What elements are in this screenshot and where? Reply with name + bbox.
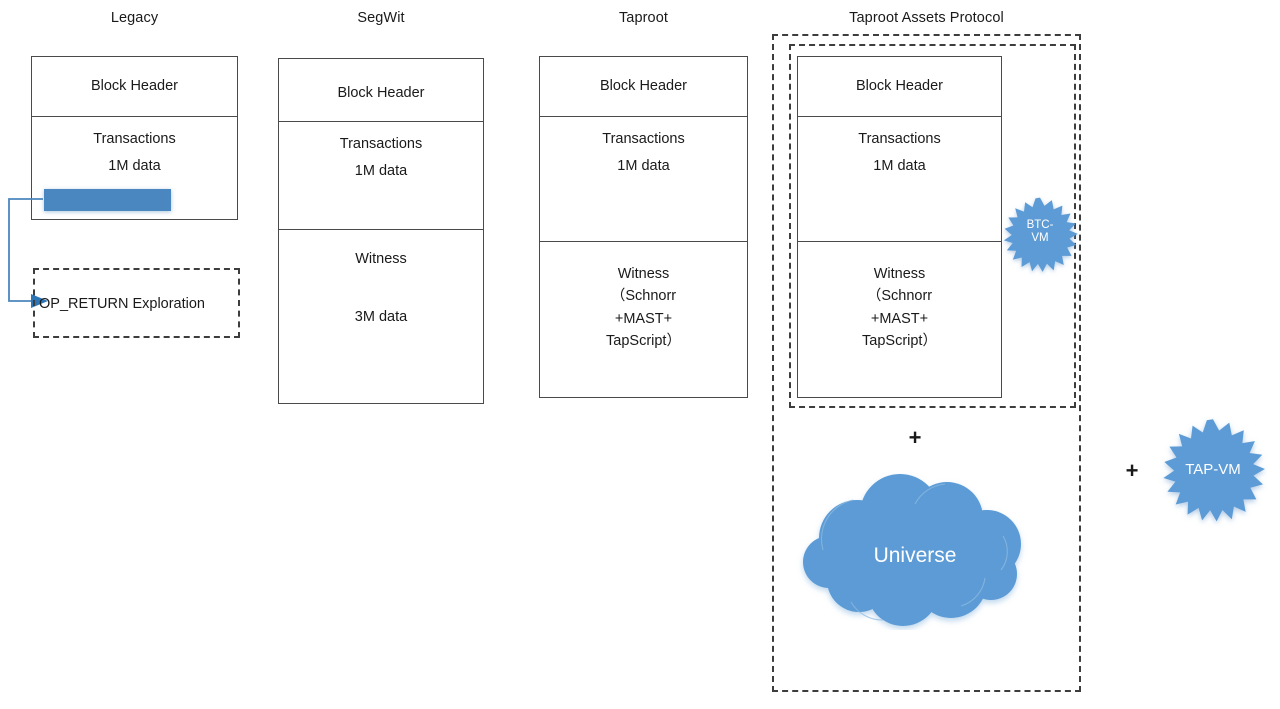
taproot-witness-label: Witness <box>617 266 670 282</box>
segwit-transactions-size: 1M data <box>354 162 408 179</box>
legacy-op-return-label: OP_RETURN Exploration <box>39 296 205 312</box>
taproot-block-stack: Block Header Transactions 1M data Witnes… <box>539 56 748 398</box>
tap-cell-block-header: Block Header <box>798 79 1001 94</box>
taproot-cell-block-header: Block Header <box>540 79 747 94</box>
tap-transactions-size: 1M data <box>873 157 926 174</box>
taproot-transactions-size: 1M data <box>617 157 670 174</box>
legacy-block-stack: Block Header Transactions 1M data <box>31 56 238 220</box>
segwit-cell-block-header: Block Header <box>279 86 483 101</box>
tap-inner-boundary <box>789 44 1076 408</box>
segwit-divider-1 <box>278 121 484 122</box>
legacy-block-header-label: Block Header <box>90 78 179 94</box>
legacy-transactions-size: 1M data <box>108 157 161 174</box>
universe-cloud: Universe <box>795 470 1035 630</box>
tap-divider-2 <box>797 241 1002 242</box>
tap-cell-transactions: Transactions 1M data <box>798 132 1001 173</box>
taproot-block-header-label: Block Header <box>599 78 688 94</box>
legacy-op-return-data-bar <box>44 189 171 211</box>
column-title-taproot-assets-protocol: Taproot Assets Protocol <box>849 10 1004 26</box>
tap-witness-tapscript: TapScript） <box>862 333 937 350</box>
taproot-divider-1 <box>539 116 748 117</box>
taproot-cell-witness: Witness （Schnorr +MAST+ TapScript） <box>540 263 747 353</box>
taproot-witness-schnorr: （Schnorr <box>610 288 677 305</box>
tap-plus-inner: + <box>908 425 922 450</box>
segwit-divider-2 <box>278 229 484 230</box>
tap-witness-mast: +MAST+ <box>870 310 929 327</box>
legacy-cell-transactions: Transactions 1M data <box>32 132 237 173</box>
segwit-cell-transactions: Transactions 1M data <box>279 137 483 178</box>
taproot-witness-tapscript: TapScript） <box>606 333 681 350</box>
tap-outer-boundary <box>772 34 1081 692</box>
segwit-witness-size: 3M data <box>354 308 408 325</box>
tap-transactions-label: Transactions <box>858 131 941 147</box>
btc-vm-badge: BTC- VM <box>1000 196 1080 276</box>
tap-divider-1 <box>797 116 1002 117</box>
tap-cell-witness: Witness （Schnorr +MAST+ TapScript） <box>798 263 1001 353</box>
tap-vm-star-icon <box>1163 419 1265 522</box>
segwit-transactions-label: Transactions <box>339 136 423 152</box>
btc-vm-star-icon <box>1003 197 1078 272</box>
segwit-block-header-label: Block Header <box>337 85 425 101</box>
legacy-cell-block-header: Block Header <box>32 79 237 94</box>
column-title-segwit: SegWit <box>357 10 405 26</box>
cloud-icon <box>803 474 1021 626</box>
tap-witness-label: Witness <box>873 266 926 282</box>
segwit-cell-witness: Witness 3M data <box>279 252 483 324</box>
legacy-transactions-label: Transactions <box>93 131 176 147</box>
legacy-divider-1 <box>31 116 238 117</box>
taproot-witness-mast: +MAST+ <box>614 310 673 327</box>
legacy-op-return-box <box>33 268 240 338</box>
taproot-transactions-label: Transactions <box>602 131 685 147</box>
tap-vm-badge: TAP-VM <box>1158 417 1268 527</box>
segwit-witness-label: Witness <box>355 251 407 267</box>
taproot-cell-transactions: Transactions 1M data <box>540 132 747 173</box>
segwit-block-stack: Block Header Transactions 1M data Witnes… <box>278 58 484 404</box>
tap-witness-schnorr: （Schnorr <box>866 288 933 305</box>
column-title-taproot: Taproot <box>618 10 669 26</box>
tap-block-stack: Block Header Transactions 1M data Witnes… <box>797 56 1002 398</box>
tap-block-header-label: Block Header <box>855 78 944 94</box>
column-title-legacy: Legacy <box>110 10 159 26</box>
outer-plus: + <box>1125 458 1139 483</box>
taproot-divider-2 <box>539 241 748 242</box>
